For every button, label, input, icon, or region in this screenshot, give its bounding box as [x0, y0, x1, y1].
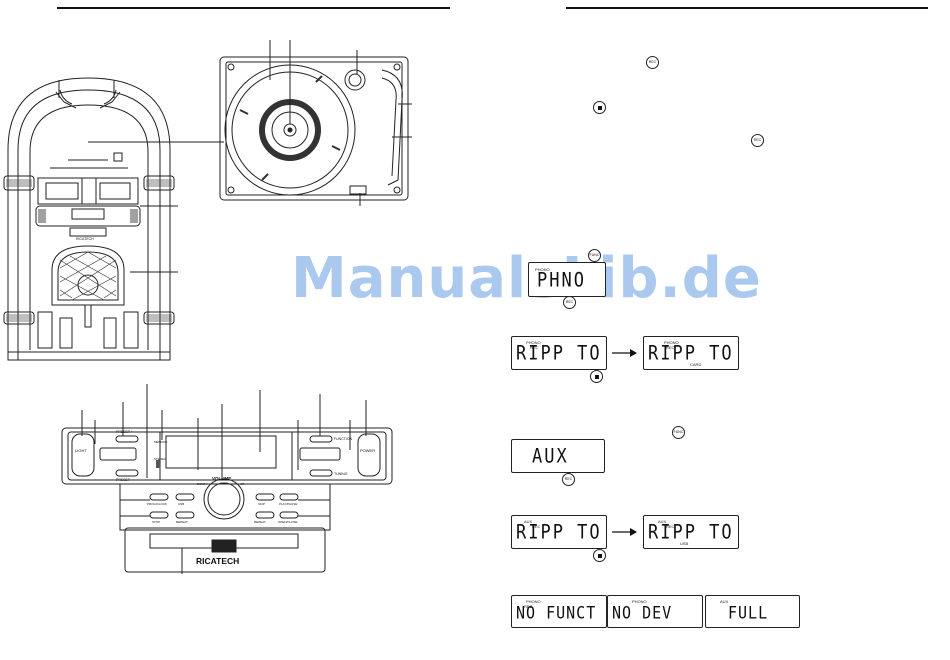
lcd-ripp-phono-a-mode: PHONO [526, 340, 541, 345]
func-button-icon-2: FUNC [672, 426, 685, 439]
lcd-aux: AUX [511, 439, 605, 473]
preset-plus-label: PRESET + [116, 430, 133, 434]
lcd-ripp-phono-b-card: CARD [690, 362, 702, 367]
watermark: ManualsLib.de [291, 246, 762, 311]
lcd-ripp-aux-b: AUX REC USB RIPP TO [643, 515, 739, 549]
lcd-ripp-aux-b-rec: REC [666, 524, 675, 529]
skip-label: SKIP [258, 502, 265, 506]
function-label: FUNCTION [334, 437, 353, 441]
preset-minus-label: PRESET - [116, 478, 133, 482]
stop-button-icon-2 [590, 370, 603, 383]
lcd-ripp-phono-a-text: RIPP TO [516, 342, 602, 365]
lcd-ripp-aux-a-mode: AUX [524, 519, 533, 524]
lcd-no-funct: PHONO REC NO FUNCT [511, 595, 607, 628]
rec-button-icon-3: REC [563, 296, 576, 309]
repeat-right-label: REPEAT [254, 520, 266, 524]
lcd-no-dev-mode: PHONO [632, 599, 647, 604]
volume-label: VOLUME [212, 476, 231, 481]
lcd-ripp-phono-b: PHONO REC CARD RIPP TO [643, 336, 739, 370]
stop-button-icon [593, 101, 606, 114]
lcd-phono-mode: PHONO [535, 267, 550, 272]
header-rule-right [566, 7, 928, 9]
lcd-aux-text: AUX [532, 445, 569, 468]
stop-label: STOP [152, 520, 160, 524]
jukebox-diagram: RICATECH [3, 40, 412, 361]
func-button-icon: FUNC [588, 249, 601, 262]
rec-button-icon-4: REC [562, 473, 575, 486]
lcd-ripp-aux-b-usb: USB [680, 541, 689, 546]
lcd-ripp-aux-a: AUX REC RIPP TO [511, 515, 607, 549]
open-close-label: OPEN/CLOSE [278, 520, 298, 524]
arrow-right-icon [612, 349, 637, 357]
ricatech-logo: RICATECH [196, 556, 239, 566]
lcd-no-funct-rec: REC [524, 604, 533, 609]
stereo-indicator: STEREO [154, 457, 167, 461]
prog-clock-label: PROG/CLOCK [147, 502, 167, 506]
usb-label: USB [178, 502, 184, 506]
lcd-ripp-phono-a: PHONO REC RIPP TO [511, 336, 607, 370]
lcd-ripp-aux-a-rec: REC [532, 524, 541, 529]
lcd-full: AUX FULL [705, 595, 800, 628]
lcd-ripp-phono-b-mode: PHONO [664, 340, 679, 345]
light-button-label: LIGHT [75, 448, 87, 453]
lcd-full-mode: AUX [720, 599, 729, 604]
lcd-ripp-aux-a-text: RIPP TO [516, 521, 602, 544]
lcd-ripp-phono-b-rec: REC [666, 345, 675, 350]
lcd-full-text: FULL [728, 602, 769, 623]
lcd-ripp-aux-b-text: RIPP TO [648, 521, 734, 544]
lcd-ripp-phono-a-rec: REC [530, 345, 539, 350]
lcd-phono: PHONO PHNO [528, 262, 606, 297]
front-panel-diagram: LIGHT POWER PRESET + PRESET - FUNCTION T… [61, 384, 393, 574]
lcd-no-funct-mode: PHONO [526, 599, 541, 604]
lcd-phono-text: PHNO [537, 269, 586, 292]
power-button-label: POWER [360, 448, 375, 453]
header-rule-left [57, 7, 450, 9]
play-pause-label: PLAY/PAUSE [279, 502, 297, 506]
rec-button-icon-2: REC [751, 134, 764, 147]
stop-button-icon-3 [593, 549, 606, 562]
arrow-right-icon-2 [612, 528, 637, 536]
jukebox-brand: RICATECH [76, 237, 94, 241]
memory-indicator: MEMORY [154, 440, 167, 444]
lcd-ripp-phono-b-text: RIPP TO [648, 342, 734, 365]
tuning-label: TUNING [334, 472, 348, 476]
rec-button-icon: REC [646, 56, 659, 69]
lcd-no-funct-text: NO FUNCT [516, 602, 597, 623]
lcd-no-dev: PHONO NO DEV [607, 595, 703, 628]
lcd-ripp-aux-b-mode: AUX [658, 519, 667, 524]
volume-down-label: DOWN [197, 482, 207, 486]
repeat-label: REPEAT [176, 520, 188, 524]
lcd-no-dev-text: NO DEV [612, 602, 673, 623]
volume-up-label: UP [240, 482, 244, 486]
